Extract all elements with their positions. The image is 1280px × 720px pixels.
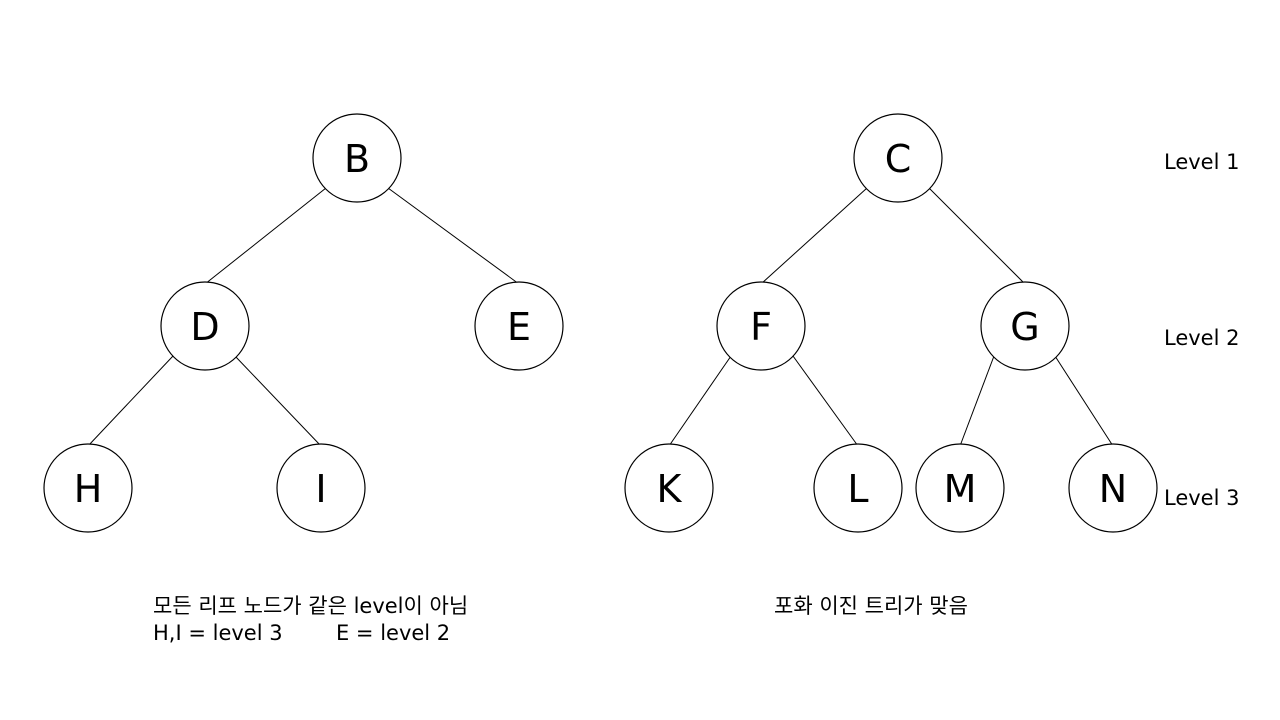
node-n: N xyxy=(1068,443,1158,533)
edge-g-n xyxy=(1054,355,1114,447)
node-l: L xyxy=(813,443,903,533)
edge-c-f xyxy=(760,187,868,285)
edge-f-k xyxy=(668,355,732,447)
svg-text:F: F xyxy=(750,305,772,349)
svg-text:I: I xyxy=(315,467,326,511)
edge-g-m xyxy=(959,355,995,447)
svg-text:C: C xyxy=(885,137,912,181)
svg-text:N: N xyxy=(1099,467,1127,511)
level-label-2: Level 2 xyxy=(1164,326,1240,350)
left-tree-caption-line2: H,I = level 3 E = level 2 xyxy=(153,621,451,645)
level-label-3: Level 3 xyxy=(1164,486,1240,510)
node-k: K xyxy=(624,443,714,533)
svg-text:G: G xyxy=(1010,305,1039,349)
node-g: G xyxy=(980,281,1070,371)
edge-c-g xyxy=(928,187,1026,285)
node-b: B xyxy=(312,113,402,203)
node-f: F xyxy=(716,281,806,371)
svg-text:K: K xyxy=(657,467,683,511)
node-h: H xyxy=(43,443,133,533)
node-d: D xyxy=(160,281,250,371)
svg-text:E: E xyxy=(507,305,531,349)
node-m: M xyxy=(915,443,1005,533)
edge-d-h xyxy=(87,355,174,447)
left-tree-caption-line1: 모든 리프 노드가 같은 level이 아님 xyxy=(153,594,469,618)
node-i: I xyxy=(276,443,366,533)
edge-b-e xyxy=(387,187,520,285)
level-label-1: Level 1 xyxy=(1164,150,1240,174)
svg-text:D: D xyxy=(190,305,219,349)
svg-text:M: M xyxy=(944,467,977,511)
edge-d-i xyxy=(234,355,322,447)
right-tree-caption: 포화 이진 트리가 맞음 xyxy=(774,594,968,618)
edge-f-l xyxy=(792,355,859,447)
svg-text:B: B xyxy=(344,137,370,181)
svg-text:L: L xyxy=(847,467,868,511)
node-e: E xyxy=(474,281,564,371)
svg-text:H: H xyxy=(74,467,103,511)
node-c: C xyxy=(853,113,943,203)
edge-b-d xyxy=(204,187,327,285)
